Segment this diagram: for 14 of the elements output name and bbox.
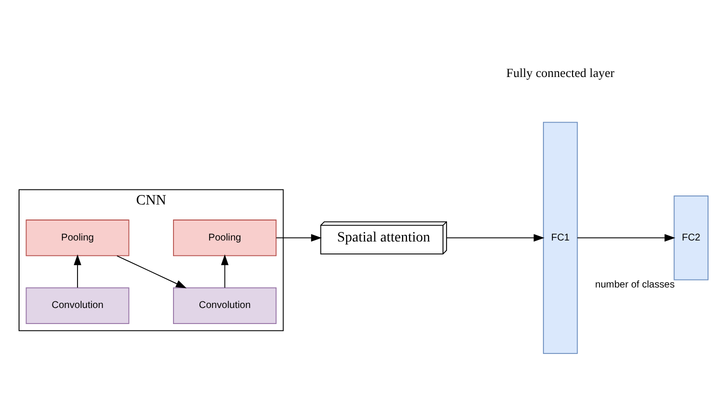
- node-box: Pooling: [173, 220, 277, 256]
- node-box: FC1: [542, 122, 578, 354]
- node-box: FC2: [674, 195, 709, 280]
- node-box: Convolution: [173, 287, 277, 324]
- node-box: Convolution: [26, 287, 130, 324]
- arrow: [74, 254, 82, 288]
- arrow: [446, 234, 544, 242]
- arrow: [116, 255, 187, 288]
- label: Fully connected layer: [506, 66, 614, 80]
- arrow: [221, 254, 229, 288]
- node-box: Pooling: [26, 220, 130, 256]
- arrow: [276, 234, 322, 242]
- node-label: number of classes: [595, 280, 675, 291]
- arrow: [576, 234, 676, 242]
